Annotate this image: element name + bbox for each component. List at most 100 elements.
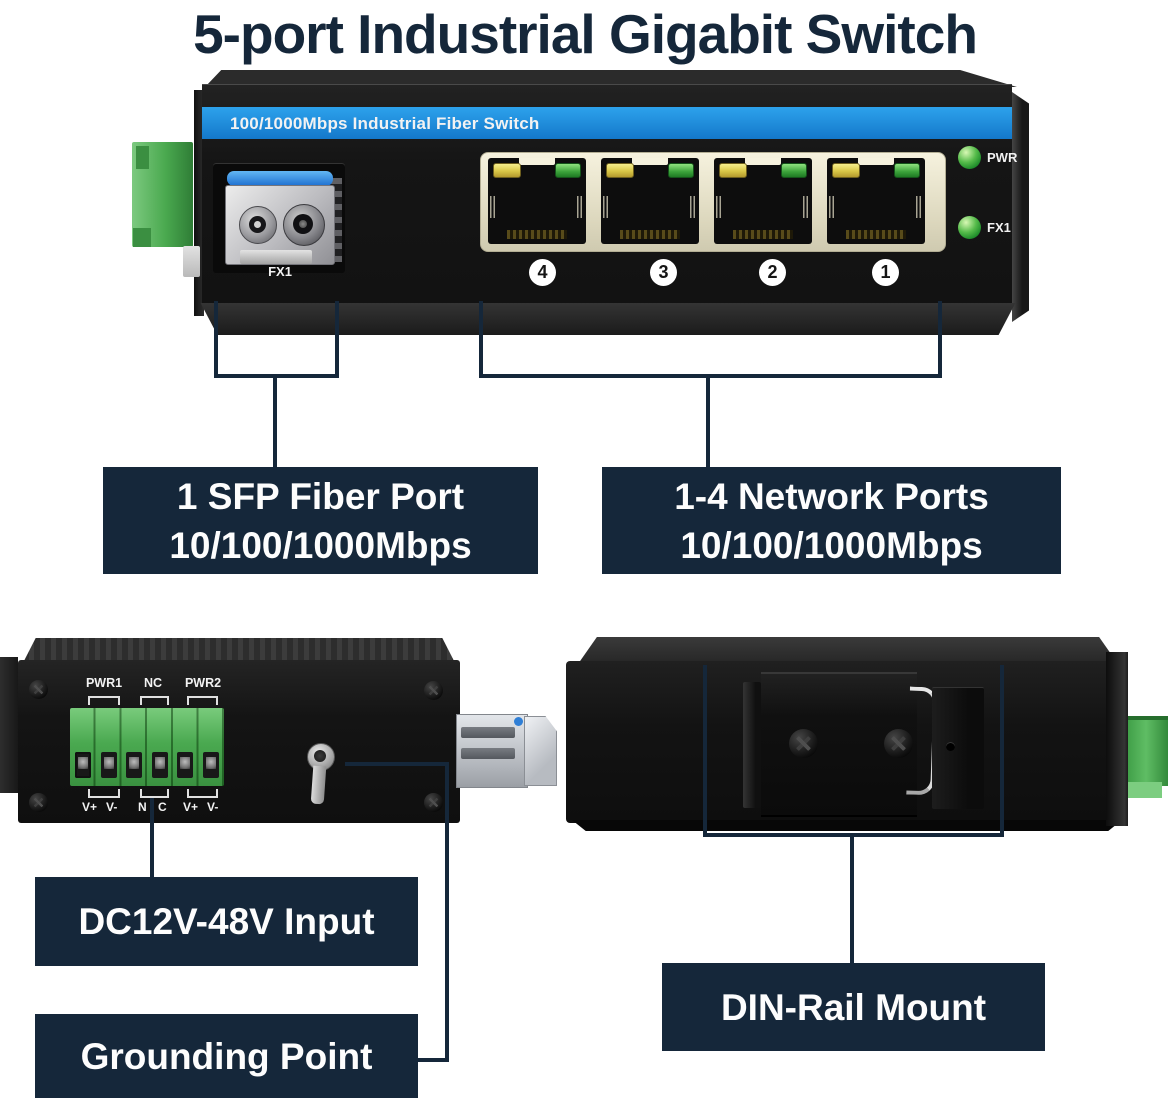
terminal-screw-hole bbox=[152, 752, 168, 778]
callout-line-sfp bbox=[273, 378, 277, 467]
callout-line-sfp bbox=[335, 301, 339, 378]
model-stripe: 100/1000Mbps Industrial Fiber Switch bbox=[202, 107, 1012, 139]
port-number-1: 1 bbox=[872, 259, 899, 286]
chassis-left-endplate bbox=[194, 90, 204, 316]
jack-notch bbox=[716, 196, 723, 218]
din-rail-stub bbox=[0, 657, 18, 793]
din-clip-hole bbox=[946, 742, 955, 751]
chassis-bottom-bevel bbox=[200, 303, 1016, 335]
terminal-group-label: PWR2 bbox=[184, 676, 222, 690]
grounding-lug-stem bbox=[310, 765, 327, 805]
terminal-separators bbox=[70, 708, 224, 786]
terminal-bracket bbox=[140, 696, 169, 705]
callout-line-grounding bbox=[345, 762, 449, 766]
jack-pins bbox=[620, 230, 680, 239]
jack-pins bbox=[507, 230, 567, 239]
fx1-led-label: FX1 bbox=[987, 220, 1011, 235]
callout-network-line2: 10/100/1000Mbps bbox=[680, 524, 983, 566]
callout-network-line1: 1-4 Network Ports bbox=[674, 475, 989, 517]
terminal-screw-hole bbox=[126, 752, 142, 778]
sfp-latch bbox=[240, 250, 312, 264]
pwr-led bbox=[958, 146, 981, 169]
pin-label: C bbox=[158, 800, 167, 814]
pin-label: V+ bbox=[82, 800, 98, 814]
din-clip-right-block bbox=[932, 687, 984, 809]
din-clip-screw bbox=[789, 729, 818, 758]
back-terminal-step bbox=[1128, 782, 1162, 798]
terminal-bracket bbox=[140, 789, 169, 798]
stripe-label: 100/1000Mbps Industrial Fiber Switch bbox=[230, 114, 540, 133]
terminal-bracket bbox=[187, 789, 218, 798]
sfp-pull-tab bbox=[227, 171, 333, 186]
port-number-3: 3 bbox=[650, 259, 677, 286]
terminal-screw-hole bbox=[75, 752, 91, 778]
sfp-module-slot bbox=[461, 748, 515, 759]
callout-sfp-line2: 10/100/1000Mbps bbox=[169, 524, 472, 566]
callout-line-sfp bbox=[214, 374, 339, 378]
rj45-port-4 bbox=[488, 158, 586, 244]
page-title: 5-port Industrial Gigabit Switch bbox=[193, 3, 978, 65]
callout-box-sfp: 1 SFP Fiber Port 10/100/1000Mbps bbox=[103, 467, 538, 574]
link-led-green bbox=[555, 163, 581, 178]
callout-line-network bbox=[479, 374, 942, 378]
fx1-led bbox=[958, 216, 981, 239]
side-terminal-step bbox=[133, 228, 151, 247]
callout-line-din bbox=[703, 665, 707, 837]
jack-notch bbox=[603, 196, 610, 218]
jack-notch bbox=[803, 196, 810, 218]
jack-notch bbox=[490, 196, 497, 218]
callout-line-grounding bbox=[445, 762, 449, 1062]
chassis-top-face bbox=[205, 70, 1017, 87]
port-number-2: 2 bbox=[759, 259, 786, 286]
link-led-yellow bbox=[493, 163, 521, 178]
terminal-screw-hole bbox=[177, 752, 193, 778]
callout-line-network bbox=[706, 378, 710, 467]
link-led-yellow bbox=[606, 163, 634, 178]
rj45-port-2 bbox=[714, 158, 812, 244]
callout-box-power: DC12V-48V Input bbox=[35, 877, 418, 966]
jack-pins bbox=[846, 230, 906, 239]
din-clip-screw bbox=[884, 729, 913, 758]
link-led-green bbox=[894, 163, 920, 178]
jack-notch bbox=[916, 196, 923, 218]
callout-line-power bbox=[150, 798, 154, 878]
callout-line-grounding bbox=[416, 1058, 449, 1062]
jack-notch bbox=[577, 196, 584, 218]
side-terminal-notch bbox=[136, 146, 149, 169]
jack-notch bbox=[829, 196, 836, 218]
terminal-group-label: PWR1 bbox=[85, 676, 123, 690]
back-top-bevel bbox=[578, 637, 1118, 664]
link-led-green bbox=[781, 163, 807, 178]
jack-pins bbox=[733, 230, 793, 239]
corner-screw bbox=[424, 681, 443, 700]
pwr-led-label: PWR bbox=[987, 150, 1018, 165]
back-bottom-bevel bbox=[572, 820, 1122, 831]
corner-screw bbox=[29, 680, 48, 699]
rj45-port-1 bbox=[827, 158, 925, 244]
back-terminal-block bbox=[1128, 716, 1168, 786]
sfp-port-label: FX1 bbox=[268, 264, 292, 279]
callout-line-din bbox=[1000, 665, 1004, 837]
back-right-edge bbox=[1106, 652, 1128, 826]
din-clip-left-tab bbox=[743, 682, 761, 808]
chassis-right-endplate bbox=[1012, 92, 1029, 322]
side-gray-connector bbox=[183, 246, 200, 277]
callout-grounding-label: Grounding Point bbox=[80, 1035, 373, 1077]
sfp-module-dot bbox=[514, 717, 523, 726]
pin-label: V+ bbox=[183, 800, 199, 814]
rj45-tab-slot bbox=[858, 158, 894, 165]
lc-port-left-ferrule bbox=[254, 221, 261, 228]
rj45-tab-slot bbox=[519, 158, 555, 165]
callout-line-din bbox=[703, 833, 1004, 837]
callout-sfp-line1: 1 SFP Fiber Port bbox=[176, 475, 465, 517]
rj45-tab-slot bbox=[632, 158, 668, 165]
pin-label: V- bbox=[207, 800, 219, 814]
sfp-module-slot bbox=[461, 727, 515, 738]
callout-box-grounding: Grounding Point bbox=[35, 1014, 418, 1098]
lc-port-right-ferrule bbox=[299, 220, 307, 228]
callout-line-network bbox=[479, 301, 483, 378]
callout-box-din: DIN-Rail Mount bbox=[662, 963, 1045, 1051]
top-fins bbox=[22, 638, 456, 664]
callout-line-sfp bbox=[214, 301, 218, 378]
